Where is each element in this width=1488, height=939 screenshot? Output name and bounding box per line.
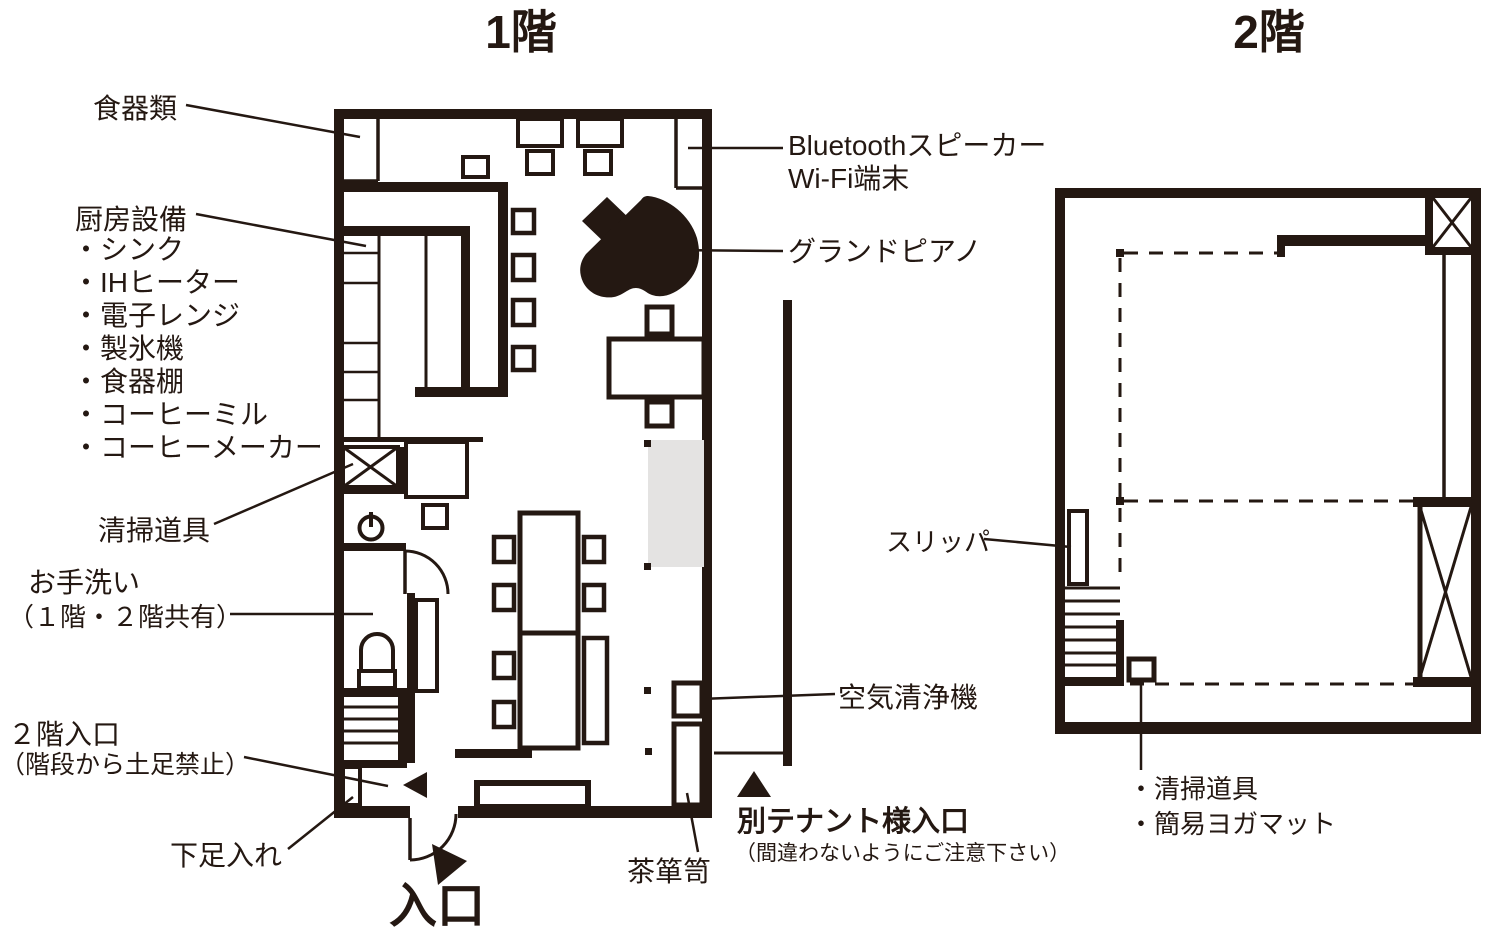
tenant-partition-wall — [783, 300, 792, 766]
staircase-2f — [1065, 586, 1124, 686]
tea-cabinet — [671, 721, 705, 808]
wall — [1055, 188, 1065, 734]
chair — [644, 399, 675, 429]
kitchen-heading-label: 厨房設備 — [75, 204, 187, 235]
cleaning-tools-box — [1126, 656, 1157, 683]
kitchen-item: ・食器棚 — [72, 366, 184, 397]
air-purifier-label: 空気清浄機 — [838, 682, 978, 713]
wall — [334, 109, 712, 119]
floor1-plan — [334, 109, 792, 885]
floor2-title: 2階 — [1233, 6, 1305, 58]
closet-x-icon — [1413, 497, 1481, 687]
floor2-labels: スリッパ ・清掃道具 ・簡易ヨガマット — [886, 527, 1336, 839]
small-cabinet — [421, 503, 449, 530]
washstand — [404, 440, 469, 499]
shoe-cabinet-label: 下足入れ — [170, 840, 282, 871]
kitchen-item: ・製氷機 — [72, 333, 184, 364]
staircase-1f — [344, 688, 407, 768]
cleaning-tools-label: 清掃道具 — [98, 515, 210, 546]
wall — [1277, 235, 1285, 257]
stairs-direction-arrow-icon — [403, 772, 427, 798]
chair — [581, 582, 607, 613]
kitchen-counter — [344, 182, 508, 438]
bench — [581, 635, 610, 746]
dining-table — [517, 510, 581, 636]
entrance-door — [408, 813, 467, 885]
entry-step — [474, 780, 591, 810]
floor2-item-label: ・簡易ヨガマット — [1128, 809, 1336, 839]
bluetooth-shelf — [674, 119, 702, 190]
kitchen-item: ・IHヒーター — [72, 267, 240, 298]
wall — [334, 109, 344, 818]
kitchen-item: ・シンク — [72, 234, 184, 265]
dining-area — [491, 510, 610, 751]
restroom-label: お手洗い — [28, 567, 140, 598]
chair — [644, 304, 675, 337]
grand-piano-label: グランドピアノ — [788, 236, 981, 267]
restroom-door-swing — [404, 549, 450, 595]
side-table — [606, 336, 707, 400]
wall — [1055, 722, 1481, 734]
toilet-tank — [357, 669, 397, 690]
floor-highlight-area — [648, 440, 704, 567]
shaft-x-icon — [1425, 197, 1473, 255]
chair — [491, 650, 517, 681]
wall — [1055, 188, 1481, 198]
wall — [334, 806, 410, 818]
slipper-rack — [1067, 509, 1089, 586]
chair — [491, 699, 517, 730]
chair — [491, 534, 517, 565]
chair — [581, 534, 607, 565]
wall — [702, 109, 712, 818]
kitchen-item: ・電子レンジ — [72, 300, 240, 331]
stairs-note-label: （階段から土足禁止） — [0, 751, 250, 779]
floor2-item-label: ・清掃道具 — [1128, 774, 1258, 804]
restroom-block — [341, 437, 483, 763]
dining-table — [517, 630, 581, 751]
floor1-labels: 食器類 厨房設備 ・シンク ・IHヒーター ・電子レンジ ・製氷機 ・食器棚 ・… — [0, 93, 1070, 933]
stairs-entrance-label: ２階入口 — [8, 719, 120, 750]
dashed-guides — [1116, 249, 1416, 686]
wall — [1283, 235, 1425, 246]
chair — [491, 582, 517, 613]
shoe-cabinet — [341, 765, 362, 807]
toilet-icon — [359, 632, 395, 674]
bluetooth-label: Bluetoothスピーカー — [788, 130, 1046, 161]
entrance-label: 入口 — [389, 880, 485, 933]
tenant-entrance-label: 別テナント様入口 — [737, 805, 969, 838]
slippers-label: スリッパ — [886, 527, 990, 557]
half-wall — [455, 749, 532, 758]
top-counter-items — [461, 117, 624, 179]
grand-piano — [580, 196, 700, 298]
counter-chairs — [510, 207, 537, 373]
kitchen-item: ・コーヒーミル — [72, 399, 268, 430]
tenant-note-label: （間違わないようにご注意下さい） — [735, 842, 1070, 865]
entrance-arrow-icon — [432, 844, 467, 885]
partition-panel — [414, 598, 439, 693]
wifi-label: Wi-Fi端末 — [788, 163, 909, 194]
tenant-entrance-arrow-icon — [737, 771, 771, 797]
tea-cabinet-label: 茶箪笥 — [627, 856, 711, 887]
air-purifier — [671, 680, 705, 719]
restroom-note-label: （１階・２階共有） — [8, 602, 242, 632]
tableware-shelf — [344, 119, 380, 183]
boundary-dots — [644, 440, 652, 755]
wall — [1471, 188, 1481, 734]
kitchen-item: ・コーヒーメーカー — [72, 432, 323, 463]
floor2-plan — [1055, 188, 1481, 734]
floor1-title: 1階 — [485, 6, 557, 58]
tableware-label: 食器類 — [93, 93, 177, 124]
